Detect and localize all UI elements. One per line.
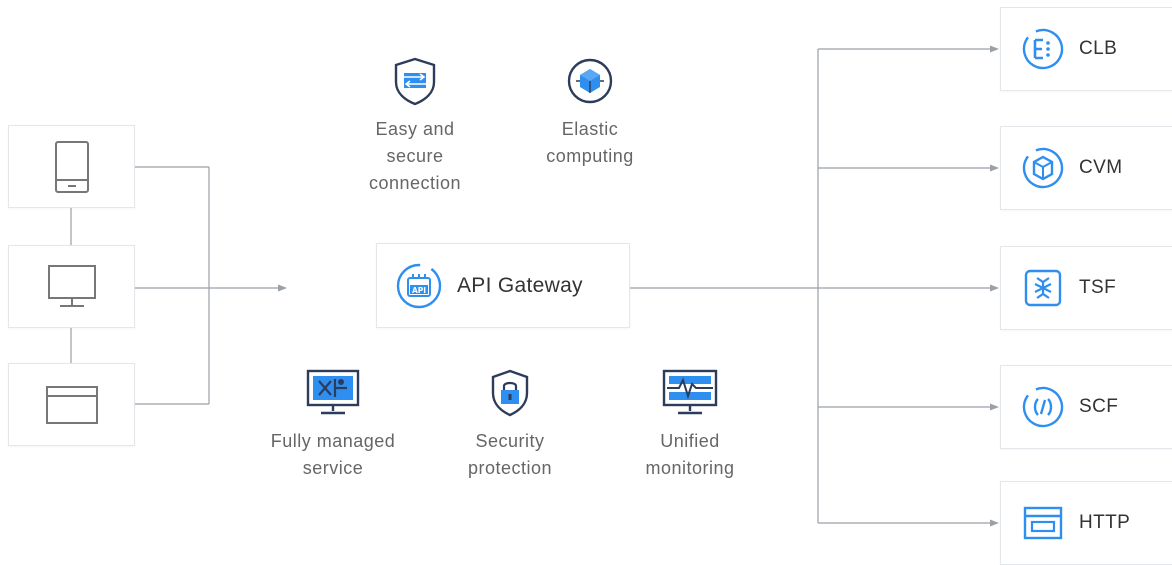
feature-label: Security protection [467, 431, 553, 478]
backend-clb-box: CLB [1000, 7, 1172, 91]
backend-label-http: HTTP [1079, 512, 1131, 533]
backend-scf-box: SCF [1000, 365, 1172, 449]
feature-easy-secure-connection: Easy and secure connection [345, 56, 485, 197]
api-gateway-label: API Gateway [457, 273, 583, 297]
tsf-icon [1024, 269, 1062, 307]
arrowhead [990, 403, 999, 411]
feature-label: Unified monitoring [645, 431, 735, 478]
client-browser-box [8, 363, 135, 446]
backend-label-scf: SCF [1079, 396, 1119, 417]
backend-http-box: HTTP [1000, 481, 1172, 565]
backend-label-cvm: CVM [1079, 157, 1123, 178]
backend-cvm-box: CVM [1000, 126, 1172, 210]
backend-tsf-box: TSF [1000, 246, 1172, 330]
client-desktop-box [8, 245, 135, 328]
feature-security-protection: Security protection [440, 368, 580, 482]
client-tablet-box [8, 125, 135, 208]
arrowhead [278, 284, 287, 292]
elastic-cube-icon [567, 58, 613, 104]
swap-arrows-shield-icon [394, 57, 436, 106]
clb-icon [1022, 28, 1064, 70]
feature-unified-monitoring: Unified monitoring [620, 368, 760, 482]
feature-fully-managed-service: Fully managed service [255, 368, 411, 482]
desktop-monitor-icon [47, 264, 96, 307]
http-icon [1023, 506, 1063, 540]
waveform-monitor-icon [662, 369, 718, 415]
arrowhead [990, 45, 999, 53]
feature-label: Elastic computing [546, 119, 634, 166]
tablet-icon [54, 140, 89, 193]
cvm-icon [1022, 147, 1064, 189]
svg-text:API: API [412, 286, 426, 295]
api-gateway-icon: API [396, 263, 442, 308]
feature-label: Easy and secure connection [368, 119, 462, 193]
backend-label-clb: CLB [1079, 38, 1118, 59]
lock-shield-icon [491, 369, 529, 417]
arrowhead [990, 164, 999, 172]
managed-monitor-icon [306, 369, 360, 415]
scf-icon [1022, 386, 1064, 428]
feature-elastic-computing: Elastic computing [520, 56, 660, 170]
browser-window-icon [45, 385, 98, 424]
backend-label-tsf: TSF [1079, 277, 1117, 298]
feature-label: Fully managed service [270, 431, 396, 478]
arrowhead [990, 284, 999, 292]
api-gateway-box: API API Gateway [376, 243, 630, 328]
arrowhead [990, 519, 999, 527]
